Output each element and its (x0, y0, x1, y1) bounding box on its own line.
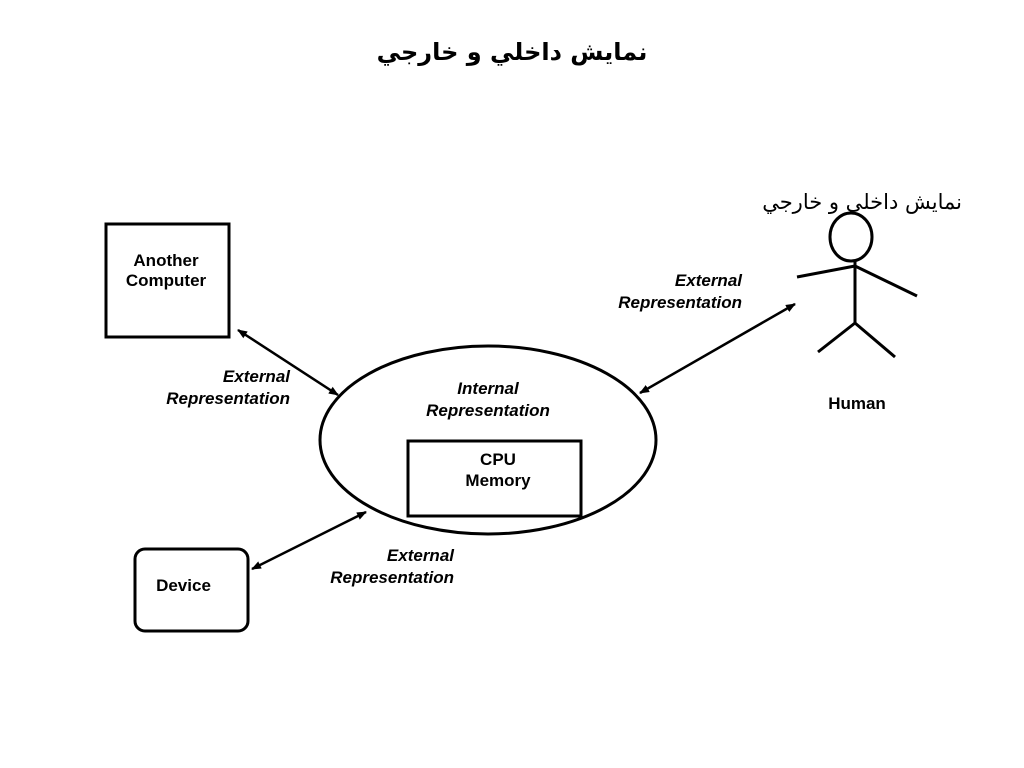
cpu-line1: CPU (480, 450, 516, 469)
slide-subtitle: نمایش داخلي و خارجي (762, 190, 962, 214)
human-link-label: External Representation (582, 270, 742, 314)
device-link-line2: Representation (330, 568, 454, 587)
internal-representation-label: Internal Representation (400, 378, 576, 422)
another-computer-label: Another Computer (106, 251, 226, 291)
human-link-line2: Representation (618, 293, 742, 312)
another-computer-line1: Another (133, 251, 199, 270)
human-leg-right (854, 321, 896, 359)
cpu-memory-label: CPU Memory (408, 449, 588, 491)
human-head (828, 211, 874, 263)
human-label: Human (828, 394, 886, 413)
device-link-line1: External (386, 546, 454, 565)
device-label: Device (156, 576, 211, 595)
slide-title: نمایش داخلي و خارجي (376, 38, 648, 66)
internal-line1: Internal (457, 379, 519, 398)
human-link-line1: External (674, 271, 742, 290)
human-arms-left (796, 264, 856, 279)
human-leg-left (817, 321, 856, 354)
human-arms-right (854, 264, 918, 298)
arrow-device-to-center (251, 510, 367, 571)
computer-link-line2: Representation (166, 389, 290, 408)
arrow-human-to-center (639, 302, 796, 395)
cpu-line2: Memory (465, 471, 531, 490)
computer-link-line1: External (222, 367, 290, 386)
device-link-label: External Representation (294, 545, 454, 589)
internal-line2: Representation (426, 401, 550, 420)
cpu-memory-box (406, 439, 583, 518)
computer-link-label: External Representation (130, 366, 290, 410)
human-figure (796, 211, 918, 359)
internal-ellipse (318, 344, 658, 536)
another-computer-box (104, 222, 231, 339)
arrow-computer-to-center (237, 328, 339, 397)
another-computer-line2: Computer (125, 271, 207, 290)
device-box (133, 547, 250, 633)
